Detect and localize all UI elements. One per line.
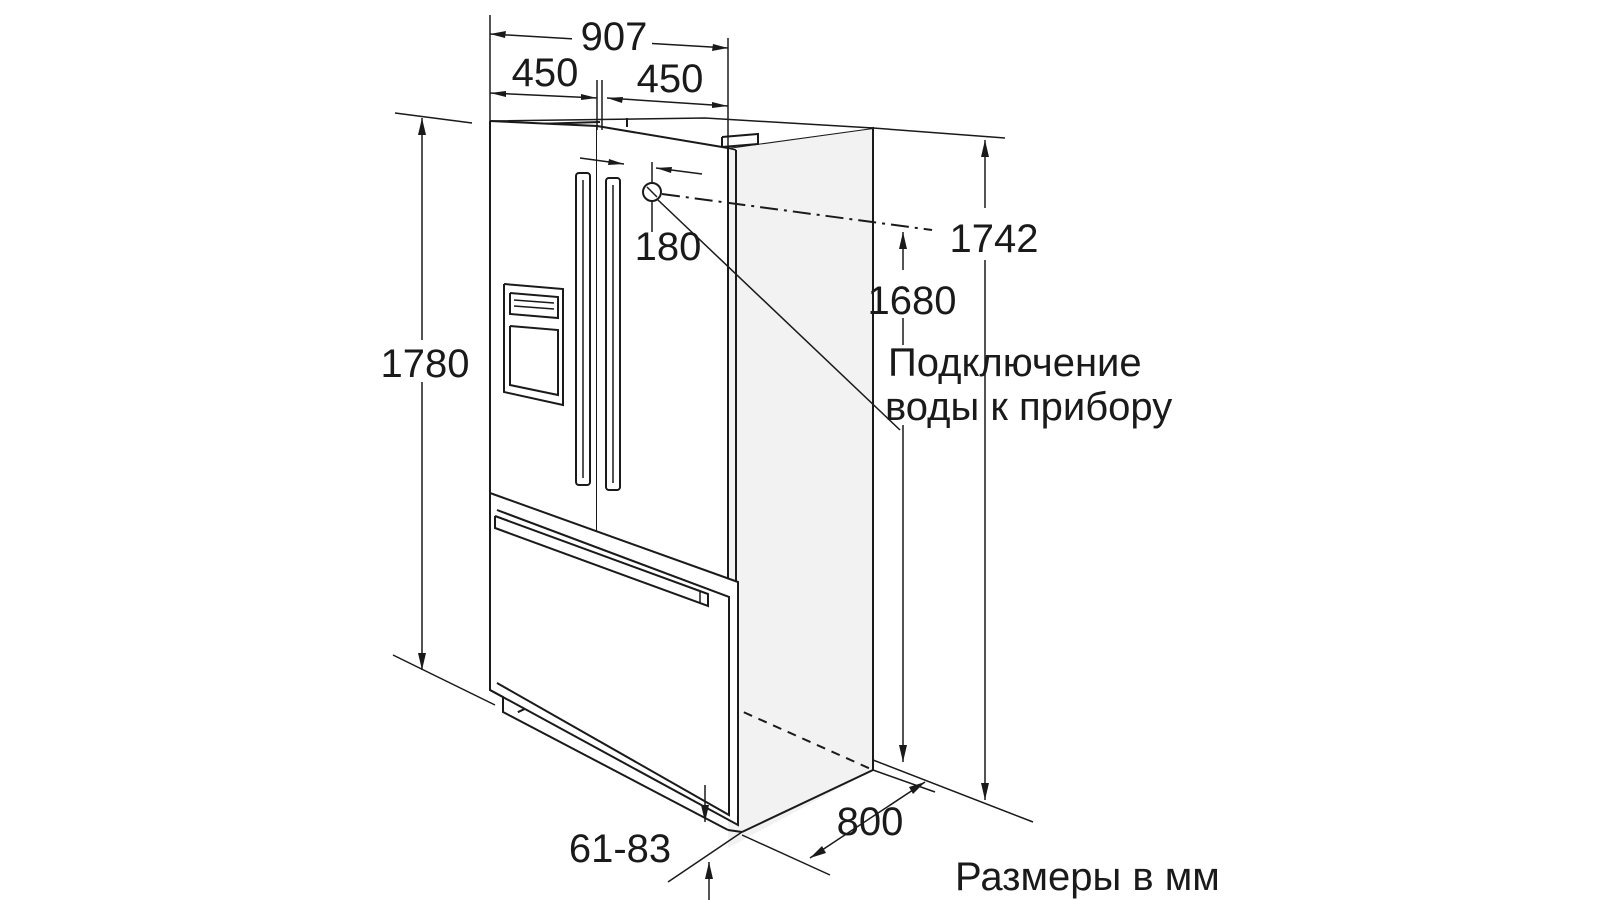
- dimension-1780: 1780: [378, 112, 496, 706]
- dimension-180-label: 180: [635, 225, 702, 269]
- water-dispenser: [503, 283, 564, 407]
- dimension-1742-label: 1742: [950, 217, 1039, 261]
- water-connection-marker: 180: [579, 157, 933, 431]
- dimension-800-label: 800: [837, 800, 904, 844]
- upper-right-door: [596, 125, 737, 592]
- water-connection-label-line2: воды к прибору: [885, 385, 1172, 429]
- dimension-1780-label: 1780: [381, 342, 470, 386]
- freezer-drawer: [489, 492, 739, 827]
- dimension-1680-label: 1680: [868, 279, 957, 323]
- water-connection-label-line1: Подключение: [888, 341, 1142, 385]
- dimension-907: 907: [489, 15, 729, 148]
- base-plinth: [489, 689, 743, 833]
- dimension-800: 800: [741, 769, 936, 876]
- units-note: Размеры в мм: [955, 855, 1220, 899]
- dimension-907-label: 907: [581, 15, 648, 59]
- dimension-450-left: 450: [489, 51, 603, 130]
- dimension-61-83-label: 61-83: [569, 827, 671, 871]
- left-door-handle: [575, 172, 591, 486]
- dimension-450-right: 450: [606, 57, 729, 108]
- dimension-1680: 1680: [868, 232, 957, 762]
- dimension-450-left-label: 450: [512, 51, 579, 95]
- water-connection-callout: Подключение воды к прибору: [885, 341, 1172, 429]
- right-door-handle: [605, 177, 621, 491]
- dimension-450-right-label: 450: [637, 57, 704, 101]
- dimension-61-83: 61-83: [569, 785, 743, 900]
- dimension-1742: 1742: [872, 127, 1039, 823]
